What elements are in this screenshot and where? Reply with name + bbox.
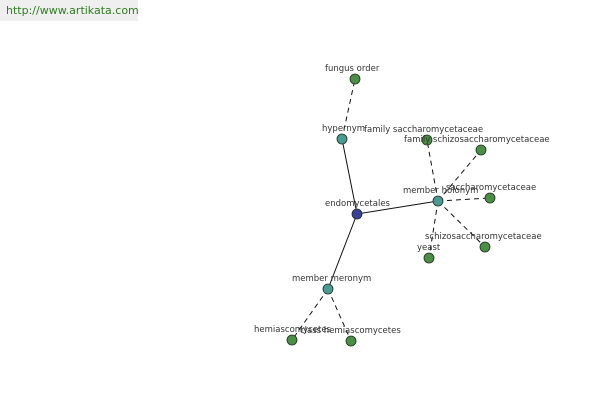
edge-member-holonym-to-family-saccharomycetaceae xyxy=(426,139,439,202)
node-saccharomycetaceae[interactable] xyxy=(484,192,496,204)
edge-endomycetales-to-hypernym xyxy=(341,138,358,215)
node-hemiascomycetes[interactable] xyxy=(286,334,298,346)
label-yeast: yeast xyxy=(417,243,441,253)
node-hypernym[interactable] xyxy=(336,133,348,145)
watermark-link[interactable]: http://www.artikata.com xyxy=(6,4,139,17)
node-family-saccharomycetaceae[interactable] xyxy=(421,134,433,146)
node-fungus-order[interactable] xyxy=(349,73,361,85)
edge-member-holonym-to-schizosaccharomycetaceae xyxy=(437,200,486,248)
edge-endomycetales-to-member-meronym xyxy=(327,213,358,290)
edge-member-meronym-to-class-hemiascomycetes xyxy=(327,288,352,342)
edge-member-holonym-to-yeast xyxy=(428,200,439,259)
label-saccharomycetaceae: saccharomycetaceae xyxy=(446,183,536,193)
node-member-holonym[interactable] xyxy=(432,195,444,207)
graph-labels: endomycetales hypernym member holonym membe… xyxy=(254,64,550,336)
edge-member-holonym-to-saccharomycetaceae xyxy=(437,197,491,202)
node-class-hemiascomycetes[interactable] xyxy=(345,335,357,347)
node-member-meronym[interactable] xyxy=(322,283,334,295)
graph-nodes xyxy=(286,73,496,347)
label-hypernym: hypernym xyxy=(322,124,365,134)
label-endomycetales: endomycetales xyxy=(325,199,391,209)
label-fungus-order: fungus order xyxy=(325,64,380,74)
node-family-schizosaccharomycetaceae[interactable] xyxy=(475,144,487,156)
label-class-hemiascomycetes: class hemiascomycetes xyxy=(300,326,401,336)
graph-edges xyxy=(291,78,491,342)
edge-member-meronym-to-hemiascomycetes xyxy=(291,288,329,341)
watermark: http://www.artikata.com xyxy=(0,0,139,21)
label-family-saccharomycetaceae: family saccharomycetaceae xyxy=(364,125,483,135)
label-member-holonym: member holonym xyxy=(403,186,478,196)
label-member-meronym: member meronym xyxy=(292,274,371,284)
node-yeast[interactable] xyxy=(423,252,435,264)
label-hemiascomycetes: hemiascomycetes xyxy=(254,325,332,335)
edge-endomycetales-to-member-holonym xyxy=(356,200,439,215)
edge-member-holonym-to-family-schizosaccharomycetaceae xyxy=(437,149,482,202)
label-schizosaccharomycetaceae: schizosaccharomycetaceae xyxy=(425,232,542,242)
node-schizosaccharomycetaceae[interactable] xyxy=(479,241,491,253)
label-family-schizosaccharomycetaceae: family schizosaccharomycetaceae xyxy=(404,135,550,145)
node-endomycetales[interactable] xyxy=(351,208,363,220)
edge-hypernym-to-fungus-order xyxy=(341,78,356,140)
